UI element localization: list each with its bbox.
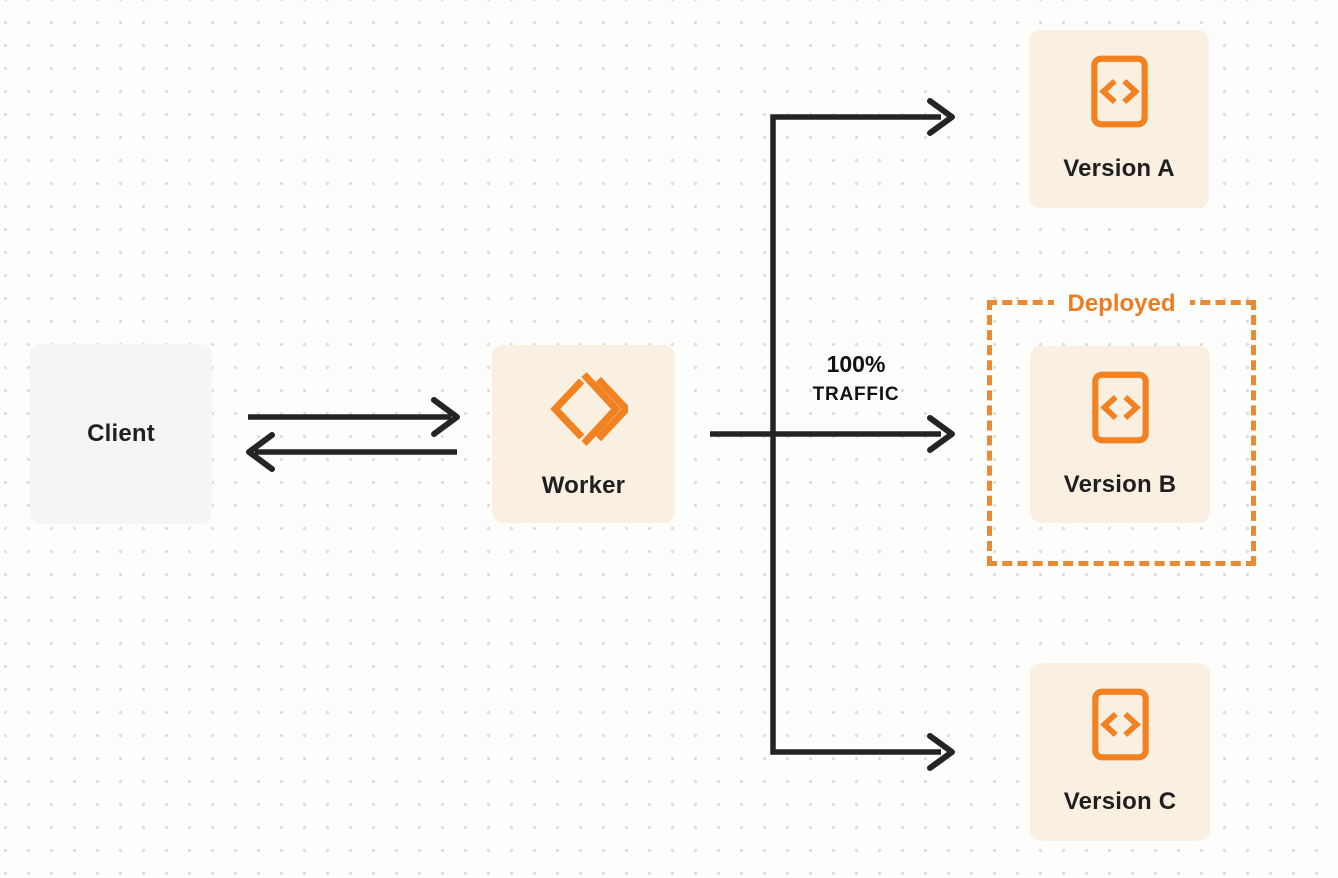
version-c-label: Version C (1063, 788, 1177, 815)
cloudflare-workers-icon (540, 369, 631, 454)
worker-node: Worker (492, 345, 675, 523)
deployed-label: Deployed (1053, 288, 1190, 319)
arrow-client-to-worker-head (431, 397, 460, 437)
code-file-icon (1091, 688, 1149, 766)
code-file-icon (1091, 371, 1149, 449)
version-b-label: Version B (1063, 470, 1177, 498)
client-node: Client (30, 344, 212, 524)
code-file-icon (1090, 55, 1148, 133)
version-b-node: Version B (1030, 346, 1210, 523)
worker-label: Worker (541, 471, 626, 499)
version-a-node: Version A (1029, 30, 1209, 208)
arrow-to-version-a-head (927, 98, 955, 136)
traffic-word-text: TRAFFIC (812, 384, 900, 405)
arrow-worker-to-client-head (246, 432, 275, 472)
version-c-node: Version C (1030, 663, 1210, 841)
traffic-label: 100% TRAFFIC (756, 351, 956, 406)
branch-trunk-line (770, 114, 941, 755)
client-label: Client (87, 420, 155, 447)
arrow-to-version-b-head (927, 415, 955, 453)
version-a-label: Version A (1063, 155, 1175, 182)
deployed-boundary: Deployed (987, 288, 1256, 566)
arrow-to-version-c-head (927, 733, 955, 771)
traffic-percent-text: 100% (826, 351, 886, 377)
